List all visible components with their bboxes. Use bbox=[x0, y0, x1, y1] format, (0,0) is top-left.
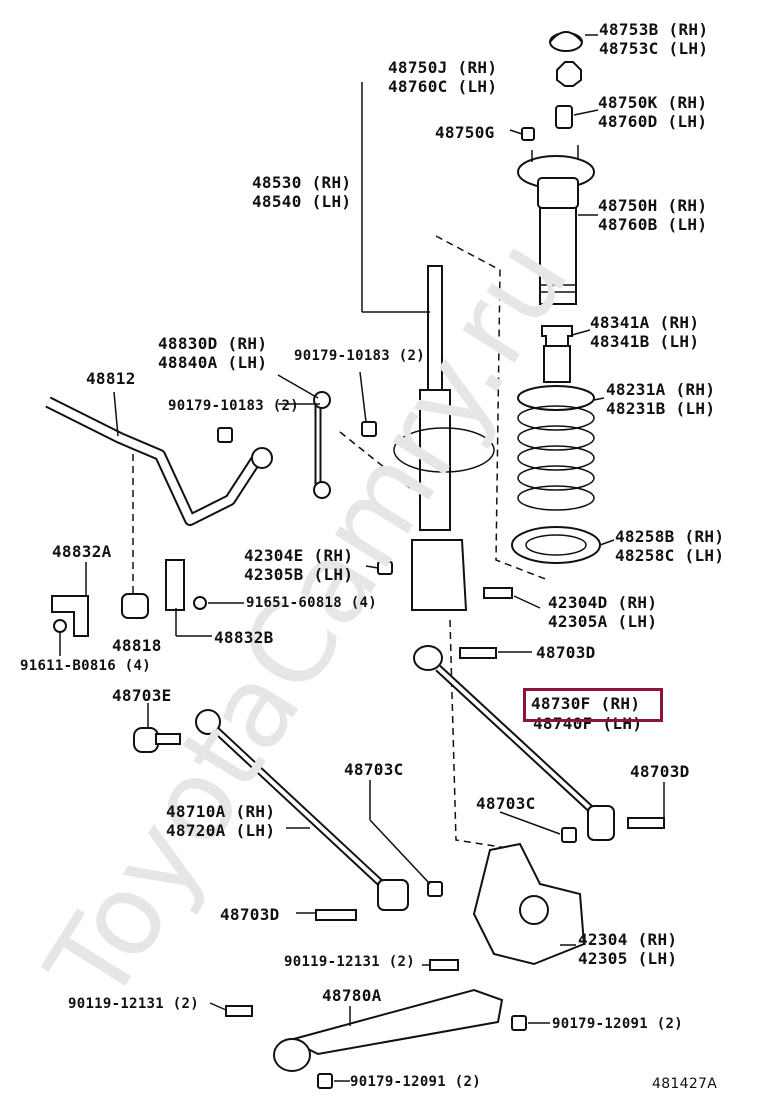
lateral-link-front[interactable] bbox=[195, 709, 409, 911]
bolt-42304e[interactable] bbox=[377, 561, 393, 575]
label-48753: 48753B (RH)48753C (LH) bbox=[599, 20, 709, 58]
strut-mount-cap[interactable] bbox=[549, 31, 583, 52]
bolt-48703d-a[interactable] bbox=[459, 647, 497, 659]
label-48832b: 48832B bbox=[214, 628, 274, 647]
label-90119-a: 90119-12131 (2) bbox=[284, 954, 415, 970]
label-91651: 91651-60818 (4) bbox=[246, 595, 377, 611]
label-48703e: 48703E bbox=[112, 686, 172, 705]
bolt-48703d-b[interactable] bbox=[627, 817, 665, 829]
nut-90179-c[interactable] bbox=[511, 1015, 527, 1031]
label-48703d-b: 48703D bbox=[630, 762, 690, 781]
highlight-box[interactable] bbox=[523, 688, 663, 722]
label-48530: 48530 (RH)48540 (LH) bbox=[252, 173, 352, 211]
dust-boot[interactable] bbox=[539, 207, 577, 305]
nut-90179-d[interactable] bbox=[317, 1073, 333, 1089]
spring-seat[interactable] bbox=[511, 526, 601, 564]
label-90179-d: 90179-12091 (2) bbox=[350, 1074, 481, 1090]
label-48703d-a: 48703D bbox=[536, 643, 596, 662]
coil-spring[interactable] bbox=[517, 385, 595, 511]
label-48830: 48830D (RH)48840A (LH) bbox=[158, 334, 268, 372]
label-90179-a: 90179-10183 (2) bbox=[294, 348, 425, 364]
label-48750h: 48750H (RH)48760B (LH) bbox=[598, 196, 708, 234]
label-90179-c: 90179-12091 (2) bbox=[552, 1016, 683, 1032]
bolt-91651-icon bbox=[193, 596, 207, 610]
label-91611: 91611-B0816 (4) bbox=[20, 658, 151, 674]
label-48341: 48341A (RH)48341B (LH) bbox=[590, 313, 700, 351]
bushing-bracket-left[interactable] bbox=[51, 595, 89, 637]
spacer-nut[interactable] bbox=[521, 127, 535, 141]
label-48812: 48812 bbox=[86, 369, 136, 388]
label-42304: 42304 (RH)42305 (LH) bbox=[578, 930, 678, 968]
label-90179-b: 90179-10183 (2) bbox=[168, 398, 299, 414]
label-48750j: 48750J (RH)48760C (LH) bbox=[388, 58, 498, 96]
nut-48703c-a[interactable] bbox=[561, 827, 577, 843]
strut-mount[interactable] bbox=[517, 145, 595, 209]
bolt-91611-icon bbox=[53, 619, 67, 633]
label-90119-b: 90119-12131 (2) bbox=[68, 996, 199, 1012]
bolt-48703d-c[interactable] bbox=[315, 909, 357, 921]
label-42304e: 42304E (RH)42305B (LH) bbox=[244, 546, 354, 584]
label-42304d: 42304D (RH)42305A (LH) bbox=[548, 593, 658, 631]
cam-bolt-48703e[interactable] bbox=[133, 727, 181, 753]
rear-axle-carrier[interactable] bbox=[472, 842, 586, 966]
label-48703c-a: 48703C bbox=[344, 760, 404, 779]
label-48750k: 48750K (RH)48760D (LH) bbox=[598, 93, 708, 131]
bolt-90119-b[interactable] bbox=[225, 1005, 253, 1017]
label-48231: 48231A (RH)48231B (LH) bbox=[606, 380, 716, 418]
label-48258: 48258B (RH)48258C (LH) bbox=[615, 527, 725, 565]
bushing-bracket-right[interactable] bbox=[165, 559, 185, 611]
stabilizer-link[interactable] bbox=[313, 391, 331, 499]
strut-rod[interactable] bbox=[273, 988, 504, 1072]
nut-48703c-b[interactable] bbox=[427, 881, 443, 897]
leader-lines bbox=[59, 34, 665, 1082]
stabilizer-bushing[interactable] bbox=[121, 593, 149, 619]
label-48832a: 48832A bbox=[52, 542, 112, 561]
bump-stop[interactable] bbox=[541, 325, 573, 383]
label-48818: 48818 bbox=[112, 636, 162, 655]
strut-assembly[interactable] bbox=[393, 265, 495, 611]
lateral-link-rear[interactable] bbox=[413, 645, 615, 841]
bolt-42304d[interactable] bbox=[483, 587, 513, 599]
bolt-90119-a[interactable] bbox=[429, 959, 459, 971]
link-nut-bottom[interactable] bbox=[217, 427, 233, 443]
stabilizer-bar[interactable] bbox=[45, 396, 273, 526]
label-48740f: 48740F (LH) bbox=[533, 714, 643, 733]
label-48730f[interactable]: 48730F (RH) bbox=[531, 694, 641, 713]
label-48710: 48710A (RH)48720A (LH) bbox=[166, 802, 276, 840]
label-48750g: 48750G bbox=[435, 123, 495, 142]
lock-nut[interactable] bbox=[556, 61, 582, 87]
drawing-id: 481427A bbox=[652, 1076, 718, 1092]
label-48703c-b: 48703C bbox=[476, 794, 536, 813]
upper-bushing[interactable] bbox=[555, 105, 573, 129]
label-48780a: 48780A bbox=[322, 986, 382, 1005]
label-48703d-c: 48703D bbox=[220, 905, 280, 924]
link-nut-top[interactable] bbox=[361, 421, 377, 437]
